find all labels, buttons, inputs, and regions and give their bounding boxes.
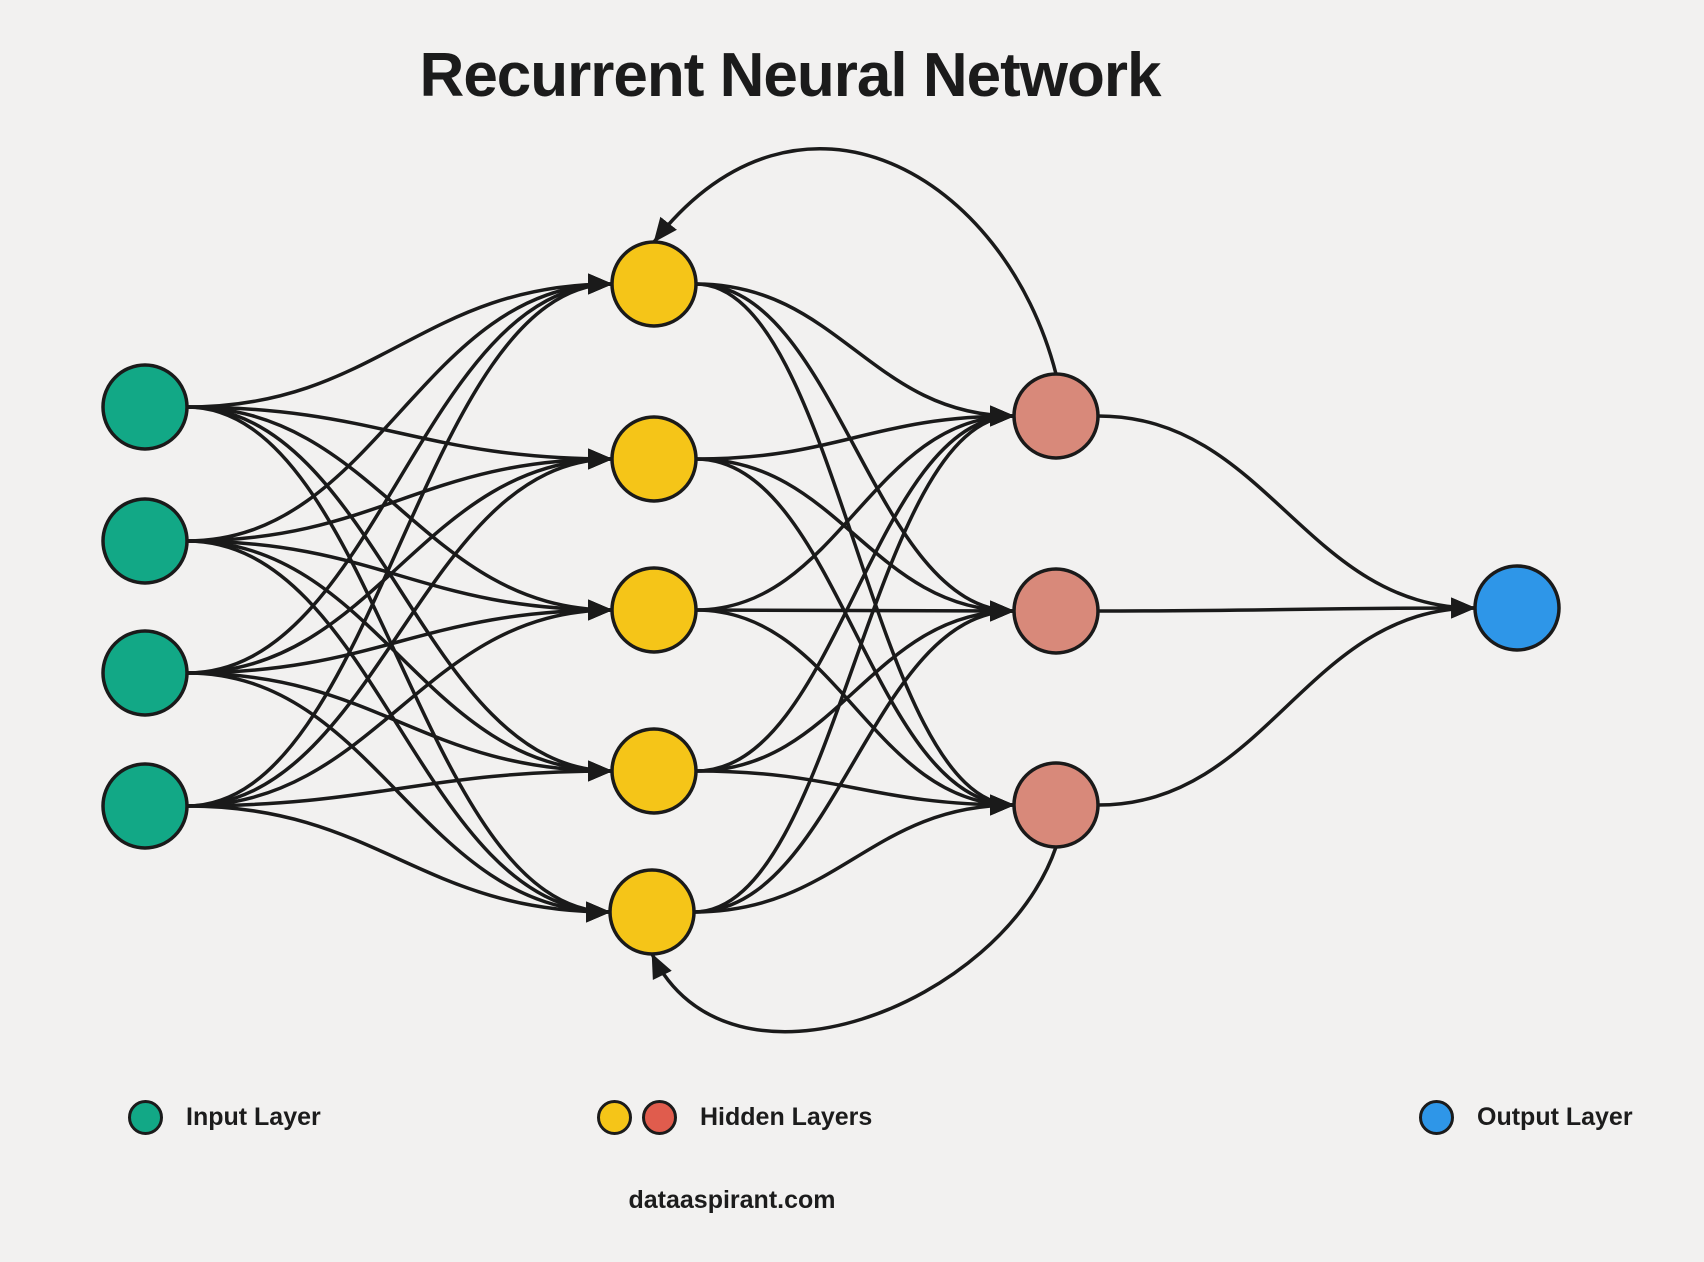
edge-i4-h14 bbox=[186, 760, 613, 808]
edge-h13-h22 bbox=[695, 600, 1015, 622]
edge-i3-h12 bbox=[186, 448, 613, 675]
edge-h15-h21 bbox=[693, 405, 1015, 914]
diagram-title: Recurrent Neural Network bbox=[419, 41, 1162, 110]
edge-h14-h22 bbox=[695, 600, 1015, 773]
edge-i1-h11 bbox=[186, 273, 613, 409]
edges-group bbox=[186, 147, 1476, 1034]
footer-watermark: dataaspirant.com bbox=[628, 1186, 836, 1214]
hidden-layer2-swatch-icon bbox=[642, 1099, 677, 1135]
hidden1-node-h12 bbox=[610, 415, 698, 503]
edge-h14-h23 bbox=[695, 769, 1015, 816]
edge-i3-h11 bbox=[186, 273, 613, 675]
legend-label: Hidden Layers bbox=[700, 1102, 873, 1131]
edge-h11-h23 bbox=[695, 282, 1015, 816]
edge-h15-h23 bbox=[693, 794, 1015, 914]
hidden-layer1-swatch-icon bbox=[597, 1099, 632, 1135]
input-node-i4 bbox=[101, 762, 189, 850]
edge-i2-h14 bbox=[186, 539, 613, 782]
edge-h12-h21 bbox=[695, 405, 1015, 461]
legend-item-output-layer: Output Layer bbox=[1419, 1099, 1633, 1135]
input-node-i1 bbox=[101, 363, 189, 451]
edge-i4-h11 bbox=[186, 273, 613, 808]
hidden2-node-h21 bbox=[1012, 372, 1100, 460]
edge-h11-h22 bbox=[695, 282, 1015, 622]
edge-i2-h12 bbox=[186, 448, 613, 543]
edge-h12-h22 bbox=[695, 457, 1015, 622]
output-node-o1 bbox=[1473, 564, 1561, 652]
edge-h22-o1 bbox=[1097, 597, 1476, 619]
edge-h15-h22 bbox=[693, 600, 1015, 914]
edge-i4-h13 bbox=[186, 599, 613, 808]
legend-item-hidden-layers: Hidden Layers bbox=[597, 1099, 872, 1135]
edge-h13-h23 bbox=[695, 608, 1015, 816]
edge-i3-h13 bbox=[186, 599, 613, 675]
edge-h11-h21 bbox=[695, 282, 1015, 427]
hidden2-node-h23 bbox=[1012, 761, 1100, 849]
edge-i1-h15 bbox=[186, 405, 611, 923]
edge-i1-h13 bbox=[186, 405, 613, 621]
edge-h14-h21 bbox=[695, 405, 1015, 773]
edge-i3-h14 bbox=[186, 671, 613, 782]
legend-label: Input Layer bbox=[186, 1102, 321, 1131]
edge-h12-h23 bbox=[695, 457, 1015, 816]
hidden1-node-h14 bbox=[610, 727, 698, 815]
hidden1-node-h13 bbox=[610, 566, 698, 654]
hidden2-node-h22 bbox=[1012, 567, 1100, 655]
edge-i4-h15 bbox=[186, 804, 611, 923]
legend-label: Output Layer bbox=[1477, 1102, 1633, 1131]
edge-h13-h21 bbox=[695, 405, 1015, 612]
input-layer-swatch-icon bbox=[128, 1099, 163, 1135]
input-node-i2 bbox=[101, 497, 189, 585]
nodes-group bbox=[101, 240, 1561, 956]
edge-i2-h15 bbox=[186, 539, 611, 923]
hidden1-node-h15 bbox=[608, 868, 696, 956]
output-layer-swatch-icon bbox=[1419, 1099, 1454, 1135]
edge-i2-h13 bbox=[186, 539, 613, 621]
edge-i1-h12 bbox=[186, 405, 613, 470]
recurrent-edge-h23-h15 bbox=[650, 846, 1058, 1034]
recurrent-edge-h21-h11 bbox=[652, 147, 1058, 375]
edge-i4-h12 bbox=[186, 448, 613, 808]
edge-i3-h15 bbox=[186, 671, 611, 923]
hidden1-node-h11 bbox=[610, 240, 698, 328]
edge-h23-o1 bbox=[1097, 597, 1476, 807]
edge-h21-o1 bbox=[1097, 414, 1476, 619]
edge-i2-h11 bbox=[186, 273, 613, 543]
edge-i1-h14 bbox=[186, 405, 613, 782]
input-node-i3 bbox=[101, 629, 189, 717]
legend-item-input-layer: Input Layer bbox=[128, 1099, 321, 1135]
